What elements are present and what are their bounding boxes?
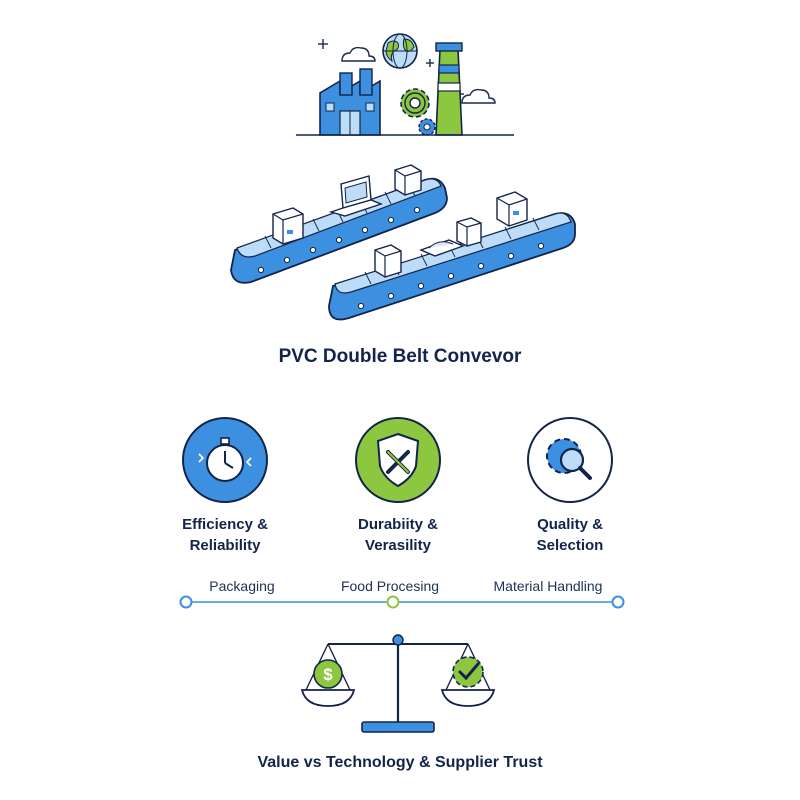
globe-icon [382, 33, 418, 69]
factory-icon [319, 68, 381, 136]
granules-tray-icon [419, 239, 465, 257]
timeline-node-packaging [179, 595, 193, 609]
cloud-icon [461, 88, 496, 104]
double-belt-conveyor-illustration [230, 164, 576, 321]
gear-check-icon [452, 656, 484, 688]
cloud-icon [341, 46, 376, 62]
factory-illustration [296, 33, 514, 136]
box-icon [496, 191, 528, 227]
footer-title: Value vs Technology & Supplier Trust [257, 754, 543, 771]
timeline-node-food-processing [386, 595, 400, 609]
sparkle-icon [318, 39, 328, 49]
timeline-label-food-processing: Food Procesing [340, 578, 440, 594]
box-icon [394, 164, 422, 196]
chimney-icon [435, 42, 463, 136]
shield-tools-icon [355, 417, 441, 503]
gear-icon [400, 88, 430, 118]
timeline [179, 595, 625, 609]
svg-text:$: $ [323, 665, 333, 684]
sparkle-icon [426, 59, 434, 67]
box-icon [456, 217, 482, 247]
timeline-label-material-handling: Material Handling [493, 578, 603, 594]
box-icon [272, 207, 304, 245]
gear-icon [418, 118, 436, 136]
feature-durability-label: Durabiity &Verasility [357, 516, 438, 554]
feature-quality-label: Quality &Selection [536, 516, 604, 554]
stopwatch-icon [182, 417, 268, 503]
feature-efficiency-label: Efficiency &Reliability [182, 516, 268, 554]
gear-magnifier-icon [527, 417, 613, 503]
balance-scale-icon: $ [300, 634, 496, 733]
timeline-label-packaging: Packaging [209, 578, 275, 594]
box-icon [374, 244, 402, 278]
main-title: PVC Double Belt Convevor [278, 346, 522, 367]
dollar-icon: $ [313, 659, 343, 689]
timeline-node-material-handling [611, 595, 625, 609]
laptop-icon [328, 175, 384, 217]
